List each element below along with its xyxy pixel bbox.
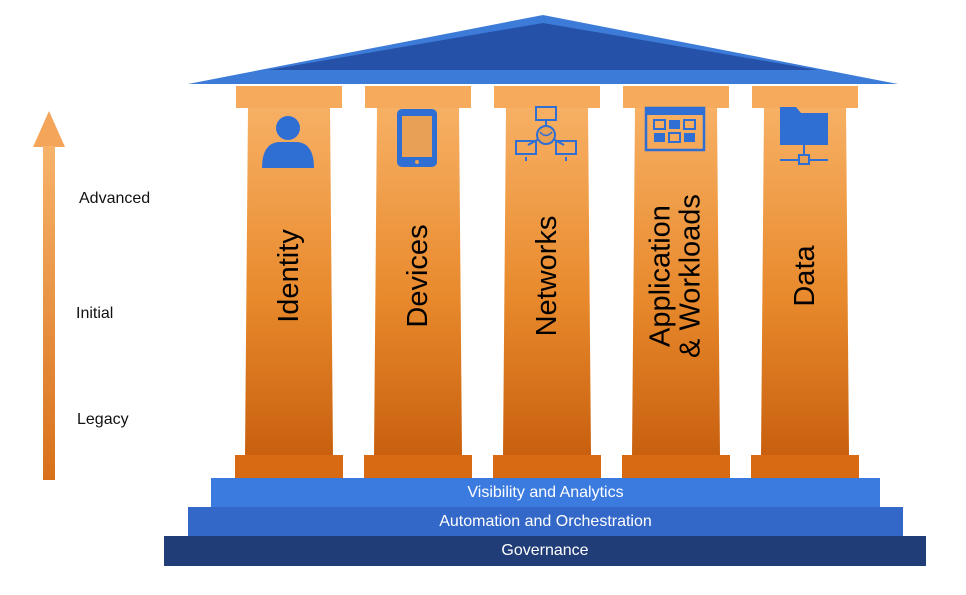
network-icon [515,106,577,161]
pillar-applications [622,86,730,478]
pillar-capital [752,86,858,108]
pillar-base [493,455,601,478]
pillar-data [751,86,859,478]
pillar-base [622,455,730,478]
pillar-shaft [245,108,333,455]
pillar-capital [236,86,342,108]
application-window-icon [644,106,706,152]
pillar-shaft [632,108,720,455]
step-visibility-analytics: Visibility and Analytics [211,478,880,507]
roof [188,15,898,84]
pillar-shaft [503,108,591,455]
pillar-shaft [374,108,462,455]
maturity-level-advanced: Advanced [79,190,151,207]
pillars [235,86,859,478]
pillar-shaft [761,108,849,455]
pillar-base [235,455,343,478]
pillar-capital [623,86,729,108]
roof-inner-shadow [268,23,818,70]
maturity-arrow [33,111,65,480]
pillar-devices [364,86,472,478]
pillar-networks [493,86,601,478]
maturity-level-initial: Initial [76,305,114,322]
pillar-capital [365,86,471,108]
maturity-arrow-shaft [43,146,55,480]
maturity-level-legacy: Legacy [77,411,129,428]
pillar-base [364,455,472,478]
pillar-identity [235,86,343,478]
pillar-base [751,455,859,478]
tablet-icon [397,109,437,167]
step-governance: Governance [164,536,926,566]
folder-icon [780,107,828,165]
pillar-capital [494,86,600,108]
maturity-arrow-head [33,111,65,147]
step-automation-orchestration: Automation and Orchestration [188,507,903,536]
user-icon [262,116,314,168]
